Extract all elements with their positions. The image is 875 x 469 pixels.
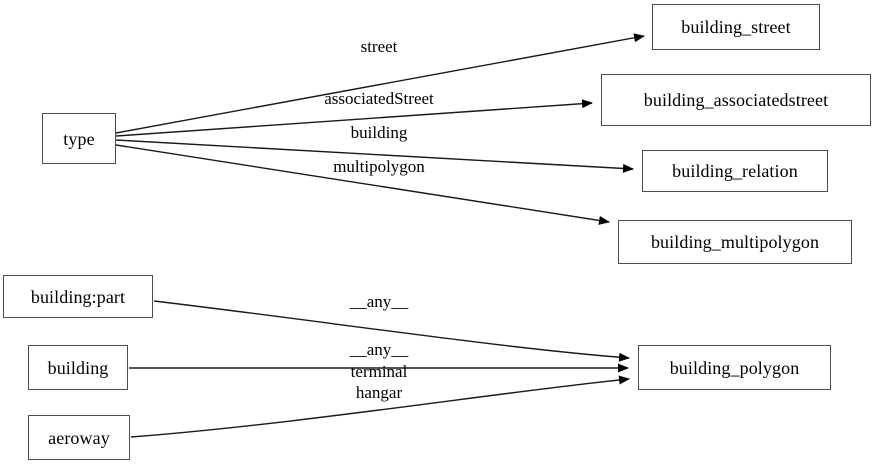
node-label: building_associatedstreet — [643, 90, 829, 110]
edge-label-multipolygon: multipolygon — [333, 157, 425, 176]
edge-label-hangar: hangar — [355, 383, 403, 402]
edge-label-associatedstreet: associatedStreet — [324, 89, 434, 108]
node-building-relation[interactable]: building_relation — [642, 150, 828, 192]
node-label: building_relation — [672, 161, 798, 181]
node-building-associatedstreet[interactable]: building_associatedstreet — [601, 74, 871, 126]
node-label: building_street — [681, 17, 791, 37]
node-label: type — [63, 128, 95, 149]
edge-label-any-building: __any__ — [349, 340, 409, 359]
edge-label-any-building-part: __any__ — [349, 292, 409, 311]
node-building-part[interactable]: building:part — [3, 275, 153, 318]
node-label: building:part — [30, 286, 126, 307]
node-label: building — [47, 357, 109, 378]
edge-label-street: street — [360, 37, 398, 56]
node-type[interactable]: type — [42, 113, 116, 164]
node-building-polygon[interactable]: building_polygon — [638, 345, 831, 390]
node-building-street[interactable]: building_street — [652, 4, 820, 50]
edge-label-building: building — [350, 123, 408, 142]
node-label: aeroway — [48, 427, 110, 448]
node-aeroway[interactable]: aeroway — [28, 415, 130, 460]
node-building-multipolygon[interactable]: building_multipolygon — [618, 220, 852, 264]
edge-label-terminal: terminal — [350, 362, 408, 381]
node-building[interactable]: building — [28, 345, 128, 390]
node-label: building_multipolygon — [650, 232, 820, 252]
node-label: building_polygon — [669, 357, 800, 378]
